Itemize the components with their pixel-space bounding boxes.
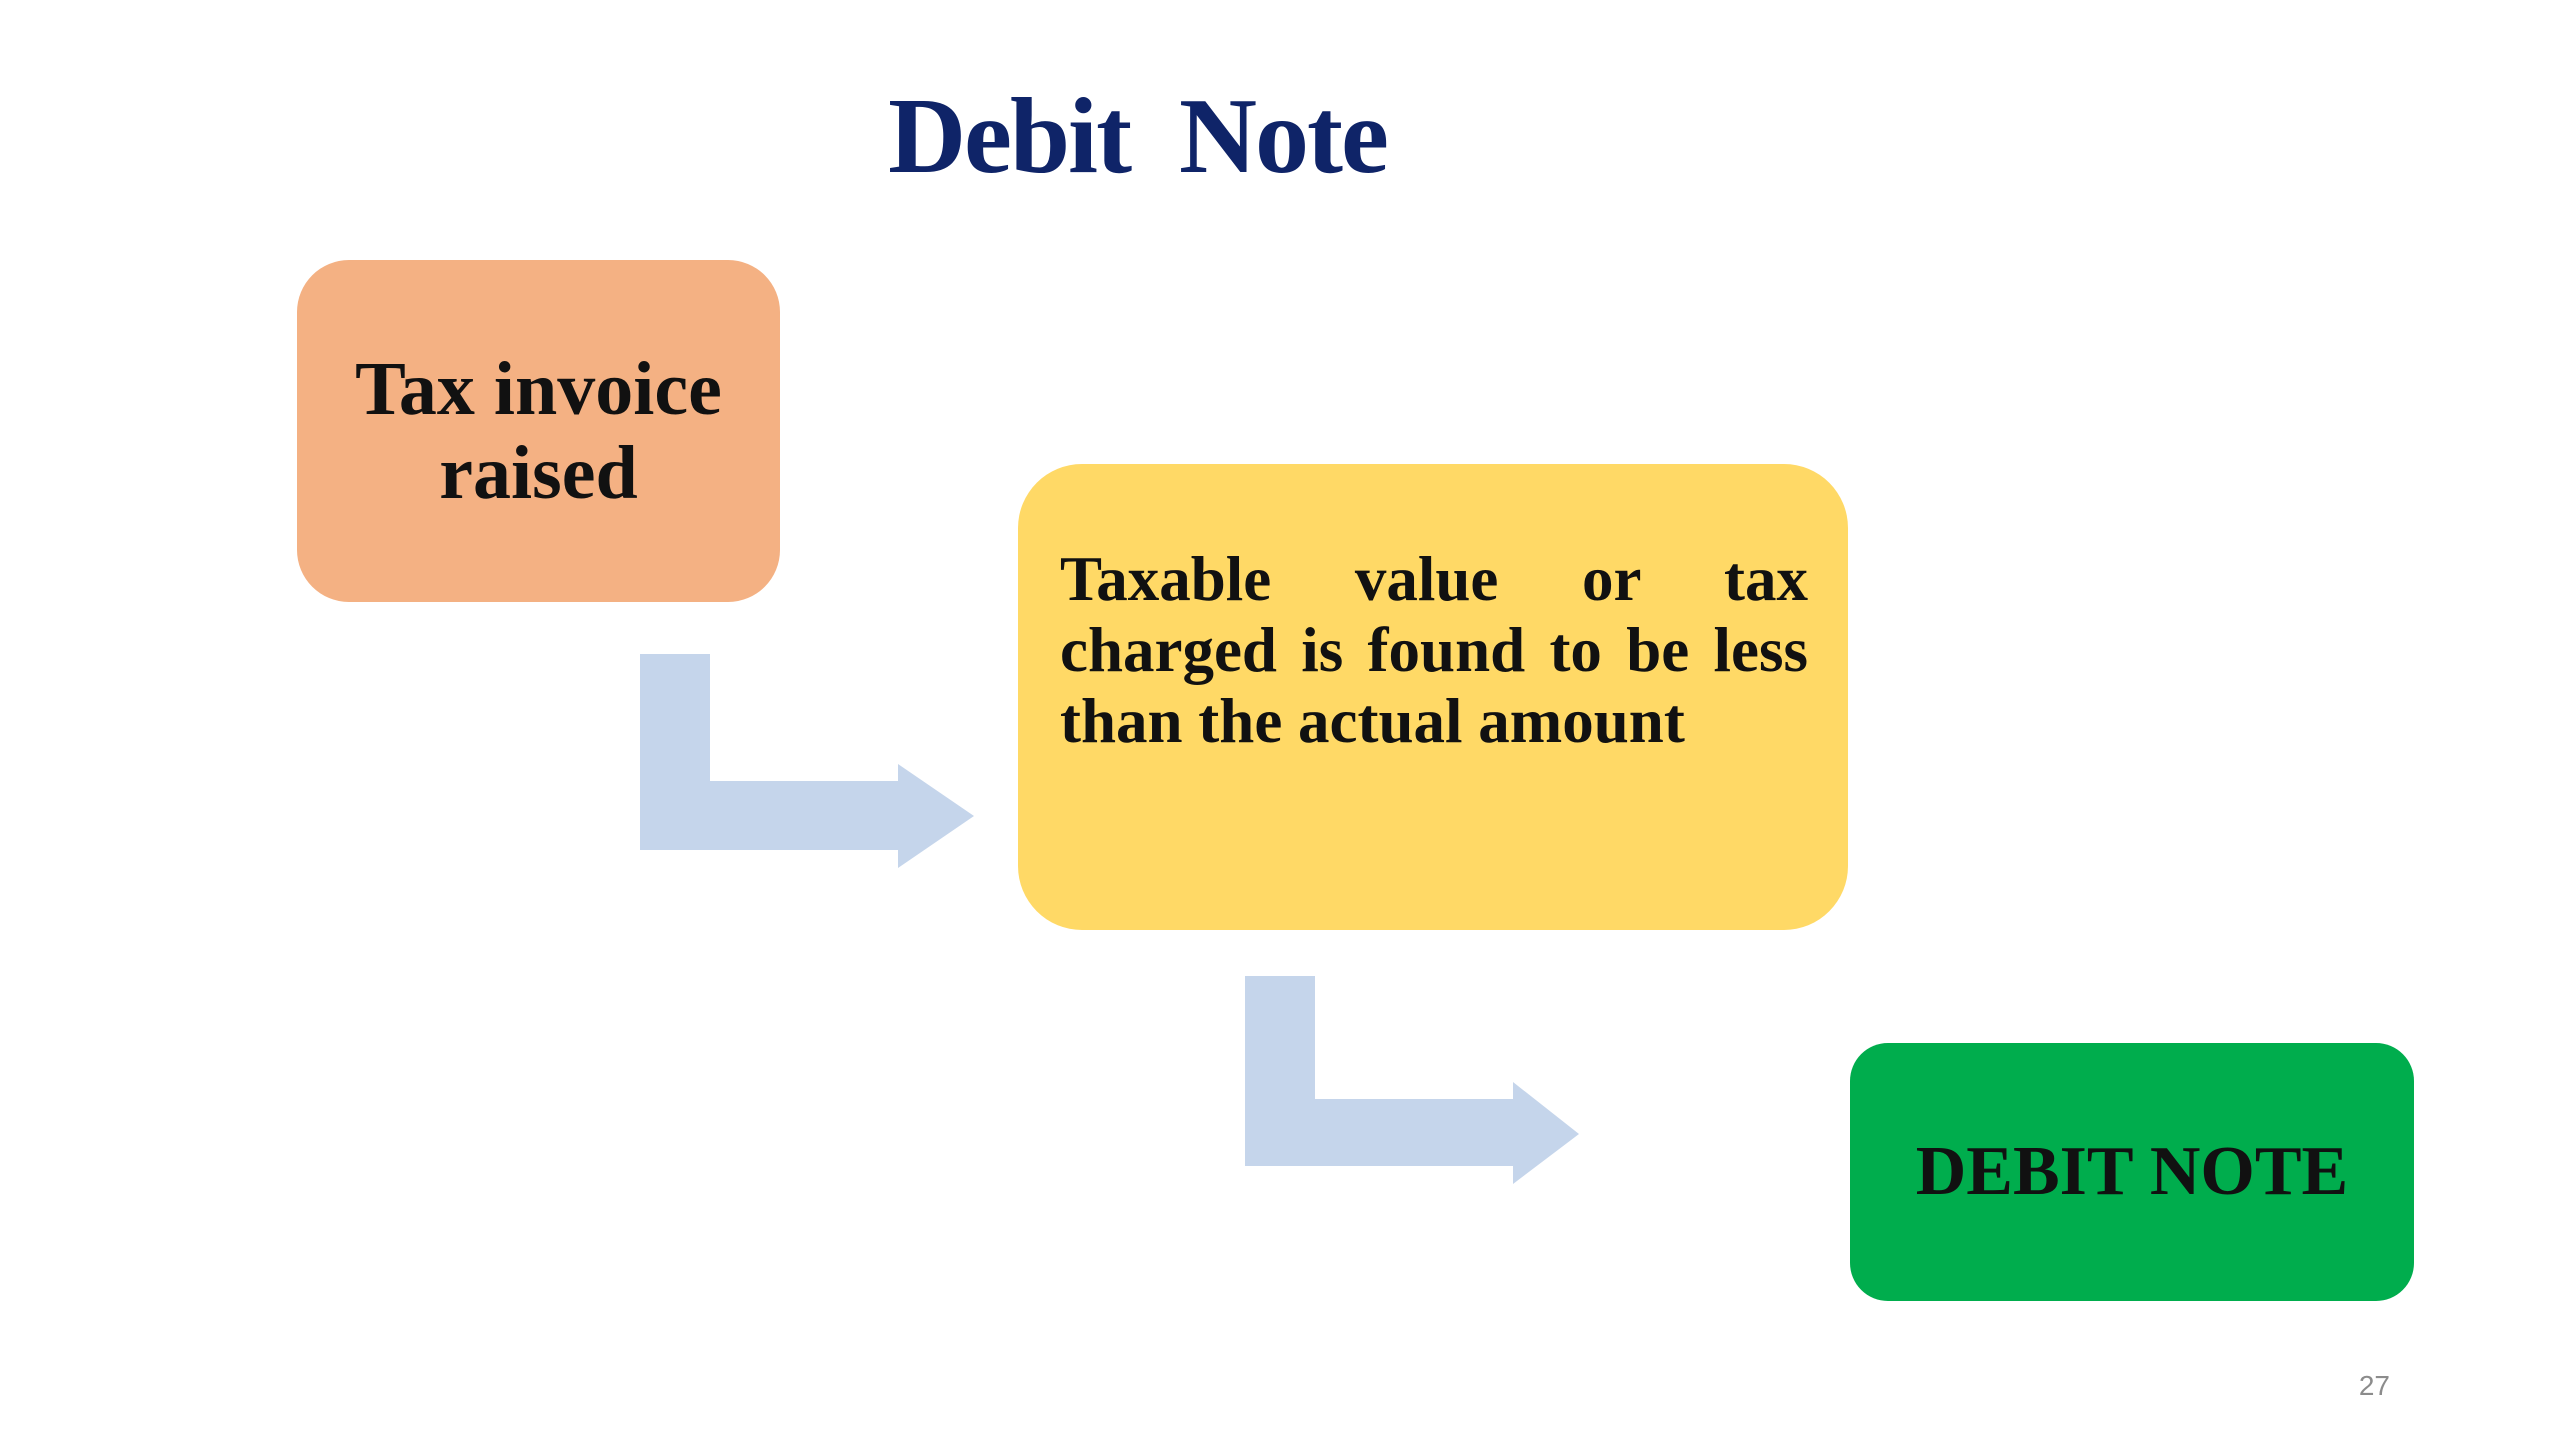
step-box-tax-invoice: Tax invoice raised (297, 260, 780, 602)
step-box-debit-note: DEBIT NOTE (1850, 1043, 2414, 1301)
step-label: Taxable value or tax charged is found to… (1060, 544, 1808, 756)
bent-arrow-connector-1 (640, 654, 974, 868)
step-label: Tax invoice raised (355, 347, 722, 515)
bent-arrow-shape (640, 654, 974, 868)
step-box-condition: Taxable value or tax charged is found to… (1018, 464, 1848, 930)
bent-arrow-connector-2 (1245, 976, 1579, 1184)
step-label: DEBIT NOTE (1915, 1133, 2349, 1210)
bent-arrow-shape (1245, 976, 1579, 1184)
slide-number: 27 (2358, 1370, 2390, 1401)
slide-title: Debit Note (888, 77, 1389, 196)
